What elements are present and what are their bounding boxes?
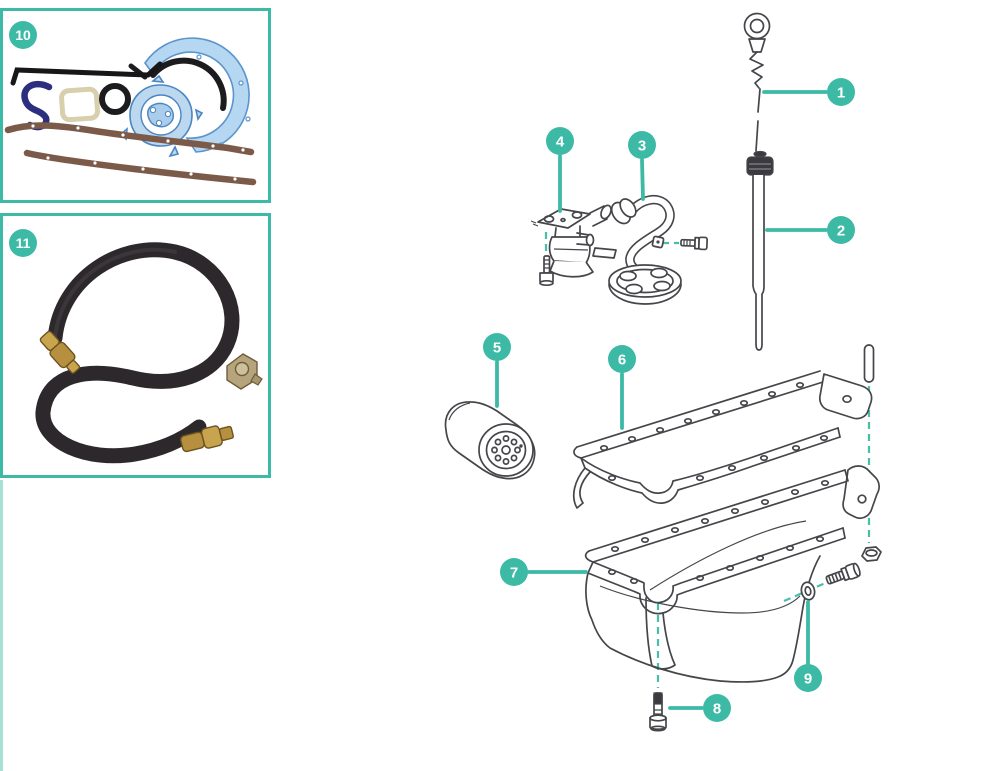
- svg-text:6: 6: [618, 351, 626, 368]
- callout-badge-7[interactable]: 7: [500, 558, 528, 586]
- dipstick-tube-drawing: [746, 150, 774, 351]
- callout-badge-10[interactable]: 10: [9, 21, 37, 49]
- callout-badge-6[interactable]: 6: [608, 345, 636, 373]
- blue-arc-gasket-icon: [144, 37, 251, 153]
- black-o-ring-icon: [99, 83, 131, 115]
- oil-pan-drawing: [584, 465, 880, 683]
- drain-hose-icon: [35, 242, 240, 464]
- hose-fitting-icon: [180, 425, 234, 453]
- svg-text:2: 2: [837, 222, 845, 239]
- oil-pickup-drawing: [608, 194, 708, 305]
- callout-badge-8[interactable]: 8: [703, 694, 731, 722]
- svg-text:5: 5: [493, 339, 501, 356]
- elbow-fitting-icon: [226, 353, 263, 390]
- callout-number-11: 11: [15, 235, 31, 251]
- leader-3: [640, 158, 645, 201]
- svg-text:3: 3: [638, 137, 646, 154]
- cream-square-gasket-icon: [59, 86, 101, 123]
- washer-bolt-nut-drawing: [800, 546, 882, 601]
- hose-fitting-icon: [39, 330, 81, 374]
- black-strip-gasket-icon: [10, 61, 163, 86]
- callout-number-10: 10: [15, 27, 31, 43]
- stud-drawing: [863, 344, 875, 383]
- callout-badge-11[interactable]: 11: [9, 229, 37, 257]
- drain-hose-photo: [35, 242, 263, 464]
- drain-plug-drawing: [649, 692, 667, 732]
- callout-badge-5[interactable]: 5: [483, 333, 511, 361]
- callout-badge-2[interactable]: 2: [827, 216, 855, 244]
- svg-text:7: 7: [510, 564, 518, 581]
- drain-washer-icon: [800, 581, 816, 601]
- callout-badge-1[interactable]: 1: [827, 78, 855, 106]
- brown-pan-gasket-icons: [4, 122, 257, 186]
- inset-gasket-set[interactable]: 10: [0, 8, 271, 203]
- oil-pump-drawing: [530, 204, 617, 287]
- svg-text:1: 1: [837, 84, 845, 101]
- oil-filter-drawing: [444, 401, 536, 480]
- callout-badge-9[interactable]: 9: [794, 664, 822, 692]
- flange-bolt-icon: [825, 562, 861, 585]
- svg-text:9: 9: [804, 670, 812, 687]
- oil-pan-gasket-drawing: [572, 370, 873, 509]
- dipstick-drawing: [743, 12, 771, 152]
- svg-text:8: 8: [713, 700, 721, 717]
- gasket-set-photo: [4, 37, 257, 186]
- callout-badge-4[interactable]: 4: [546, 127, 574, 155]
- callout-badge-3[interactable]: 3: [628, 131, 656, 159]
- hex-nut-icon: [861, 546, 882, 562]
- inset-drain-hose-kit[interactable]: 11: [0, 213, 271, 478]
- svg-text:4: 4: [556, 133, 565, 150]
- black-arc-gasket-icon: [150, 57, 227, 111]
- partial-inset-left-border: [0, 480, 3, 771]
